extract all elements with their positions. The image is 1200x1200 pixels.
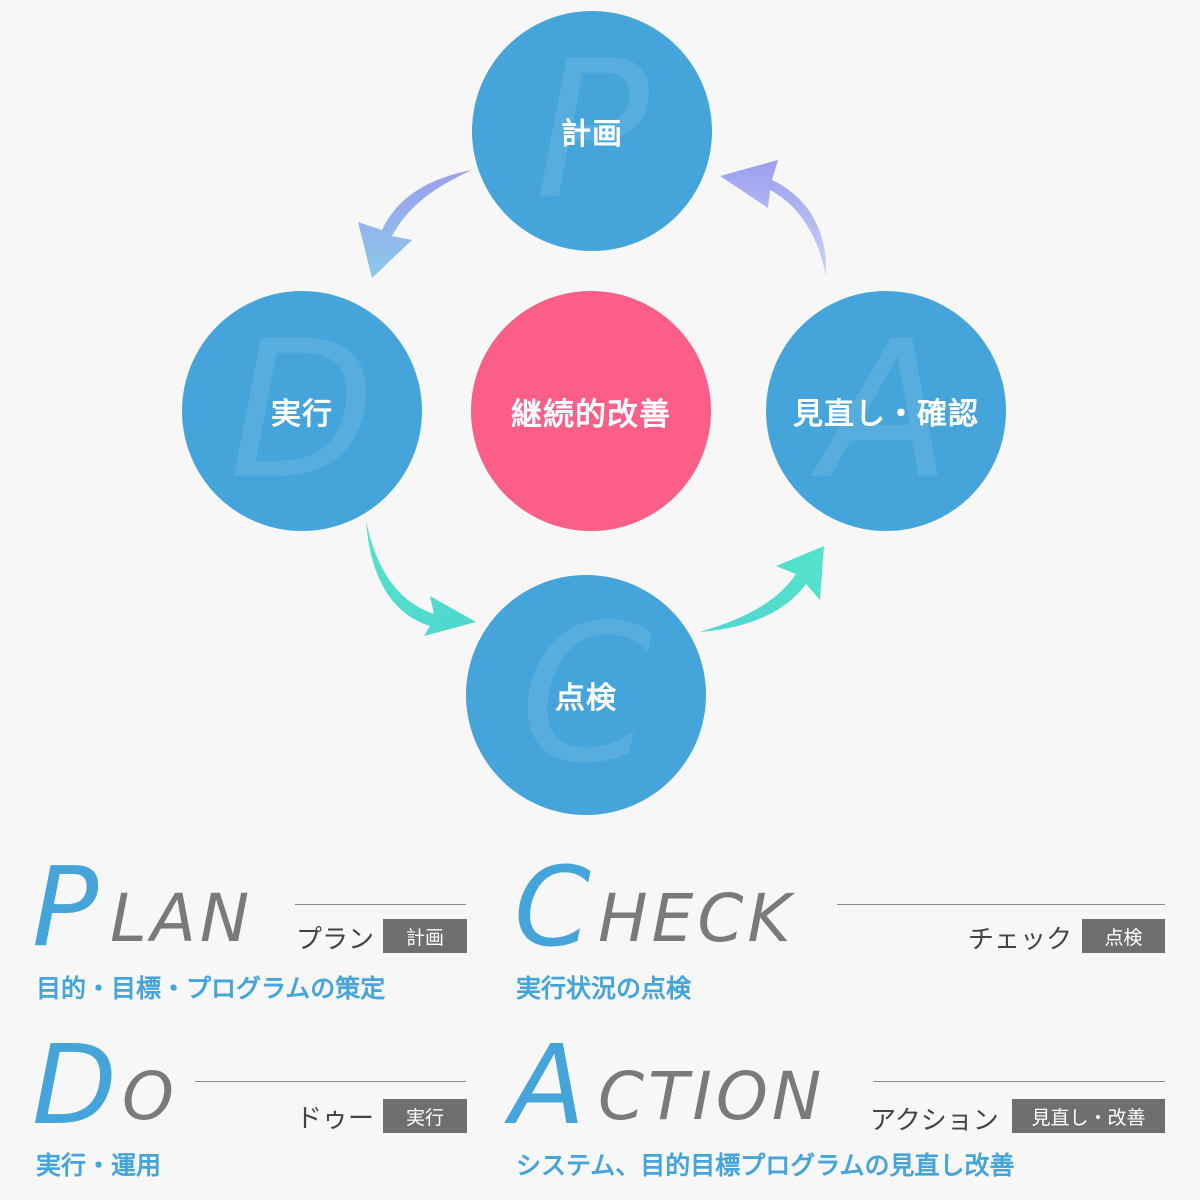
do-tag: 実行 — [383, 1099, 467, 1133]
plan-kana: プラン — [296, 925, 375, 955]
arrow-plan-to-do — [358, 170, 472, 278]
action-rule — [873, 1081, 1165, 1082]
do-kana: ドゥー — [296, 1104, 375, 1134]
plan-tag: 計画 — [383, 919, 467, 953]
action-tag: 見直し・改善 — [1012, 1099, 1165, 1133]
center-label: 継続的改善 — [511, 396, 671, 433]
do-label: 実行 — [271, 397, 333, 432]
action-circle[interactable]: A 見直し・確認 — [766, 291, 1006, 531]
arrow-action-to-plan — [720, 160, 827, 276]
check-word: HECK — [598, 880, 795, 957]
do-letter: D — [228, 300, 376, 521]
check-tag: 点検 — [1082, 919, 1165, 953]
check-rule — [837, 904, 1165, 905]
action-label: 見直し・確認 — [793, 397, 979, 432]
check-circle[interactable]: C 点検 — [466, 575, 706, 815]
action-word: CTION — [598, 1058, 826, 1135]
arrow-do-to-check — [366, 520, 476, 636]
check-description: 実行状況の点検 — [516, 974, 692, 1003]
plan-label: 計画 — [561, 117, 623, 152]
action-kana: アクション — [870, 1106, 999, 1136]
check-kana: チェック — [968, 925, 1073, 955]
action-initial: A — [510, 1021, 586, 1149]
plan-rule — [295, 904, 466, 905]
plan-description: 目的・目標・プログラムの策定 — [36, 974, 386, 1003]
plan-circle[interactable]: P 計画 — [472, 11, 712, 251]
do-circle[interactable]: D 実行 — [182, 291, 422, 531]
do-initial: D — [32, 1021, 117, 1149]
do-rule — [195, 1081, 466, 1082]
center-circle[interactable]: 継続的改善 — [471, 291, 711, 531]
cycle-arrows — [358, 160, 827, 636]
action-description: システム、目的目標プログラムの見直し改善 — [516, 1151, 1015, 1180]
plan-letter: P — [534, 20, 650, 241]
do-word: O — [122, 1058, 178, 1135]
plan-initial: P — [32, 843, 99, 971]
action-letter: A — [821, 300, 951, 521]
check-initial: C — [514, 843, 591, 971]
check-letter: C — [519, 584, 653, 805]
arrow-check-to-action — [700, 546, 824, 632]
do-description: 実行・運用 — [36, 1151, 162, 1180]
check-label: 点検 — [555, 681, 617, 716]
plan-word: LAN — [110, 880, 254, 957]
